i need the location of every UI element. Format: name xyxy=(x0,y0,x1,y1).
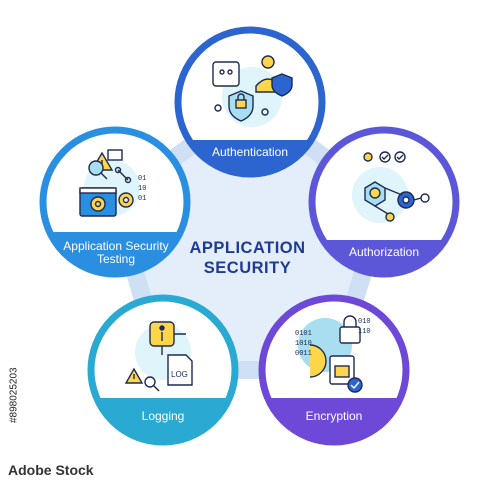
label-encryption: Encryption xyxy=(305,408,363,423)
svg-text:10: 10 xyxy=(138,185,146,193)
label-application-security-testing: Application Security Testing xyxy=(63,239,169,266)
node-encryption: 0101 1010 0011 010 110 xyxy=(258,294,410,446)
node-authorization xyxy=(308,126,460,278)
label-logging: Logging xyxy=(141,408,185,423)
network-gear-icon xyxy=(352,151,430,223)
svg-text:010: 010 xyxy=(358,318,371,326)
center-title-line1: APPLICATION xyxy=(189,239,306,257)
svg-text:LOG: LOG xyxy=(171,370,188,379)
center-title-line2: SECURITY xyxy=(203,259,292,277)
svg-text:0011: 0011 xyxy=(295,350,312,358)
adobe-stock-logo: Adobe Stock xyxy=(8,462,94,478)
center-title: APPLICATION SECURITY xyxy=(160,238,335,278)
log-file-alert-icon xyxy=(124,321,193,392)
node-authentication xyxy=(174,26,326,178)
svg-text:0101: 0101 xyxy=(295,330,312,338)
label-authentication: Authentication xyxy=(211,144,289,159)
svg-text:110: 110 xyxy=(358,328,371,336)
padlock-binary-icon xyxy=(298,315,363,393)
svg-text:1010: 1010 xyxy=(295,340,312,348)
bug-target-gear-icon xyxy=(79,149,140,217)
stock-id-watermark: #898025203 xyxy=(8,367,20,423)
user-shield-lock-icon xyxy=(212,55,293,127)
label-authorization: Authorization xyxy=(348,244,420,259)
svg-text:01: 01 xyxy=(138,195,146,203)
svg-text:01: 01 xyxy=(138,175,146,183)
